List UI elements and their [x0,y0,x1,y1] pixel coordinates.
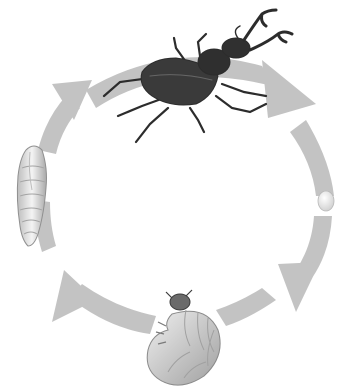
larva-grub-icon [147,290,220,385]
egg-icon [318,191,334,211]
arrow-larva-base-right [216,288,276,326]
arrow-larva-to-pupa-head [52,270,96,322]
arrow-egg-to-larva-head [278,262,320,312]
arrow-adult-to-egg-head [262,60,316,118]
arrow-egg-to-larva-upper [290,120,334,196]
